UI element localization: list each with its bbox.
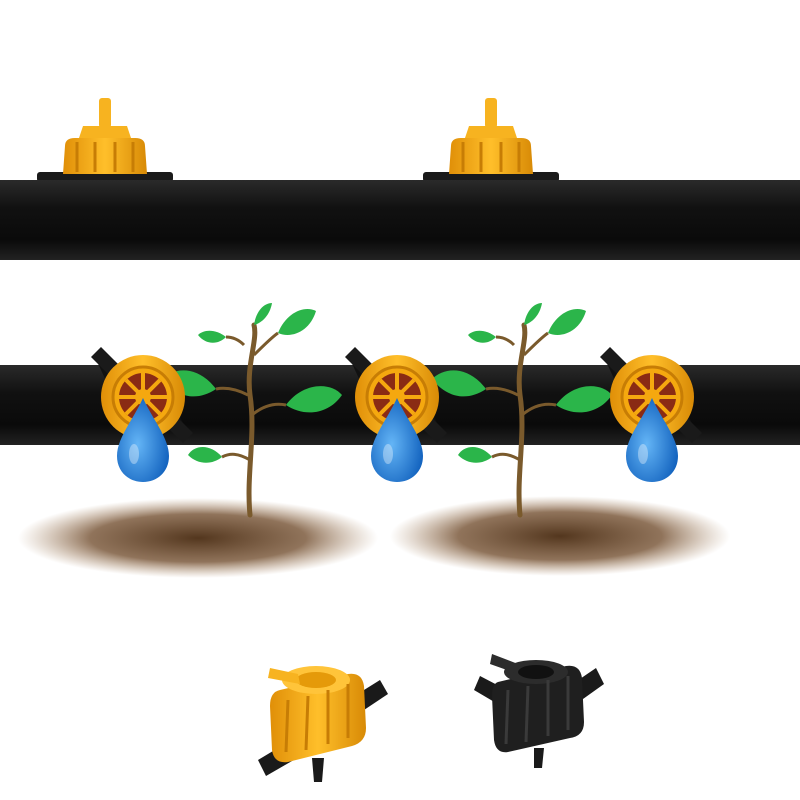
top-pipe [0, 96, 800, 260]
black-dripper-icon [474, 654, 604, 768]
orange-dripper-icon [258, 666, 388, 782]
pipe-segment [0, 180, 800, 260]
soil-patch [18, 498, 378, 578]
soil-patches [18, 496, 730, 578]
dripper-cap-icon [421, 96, 561, 184]
dripper-cap-icon [35, 96, 175, 184]
soil-patch [390, 496, 730, 576]
